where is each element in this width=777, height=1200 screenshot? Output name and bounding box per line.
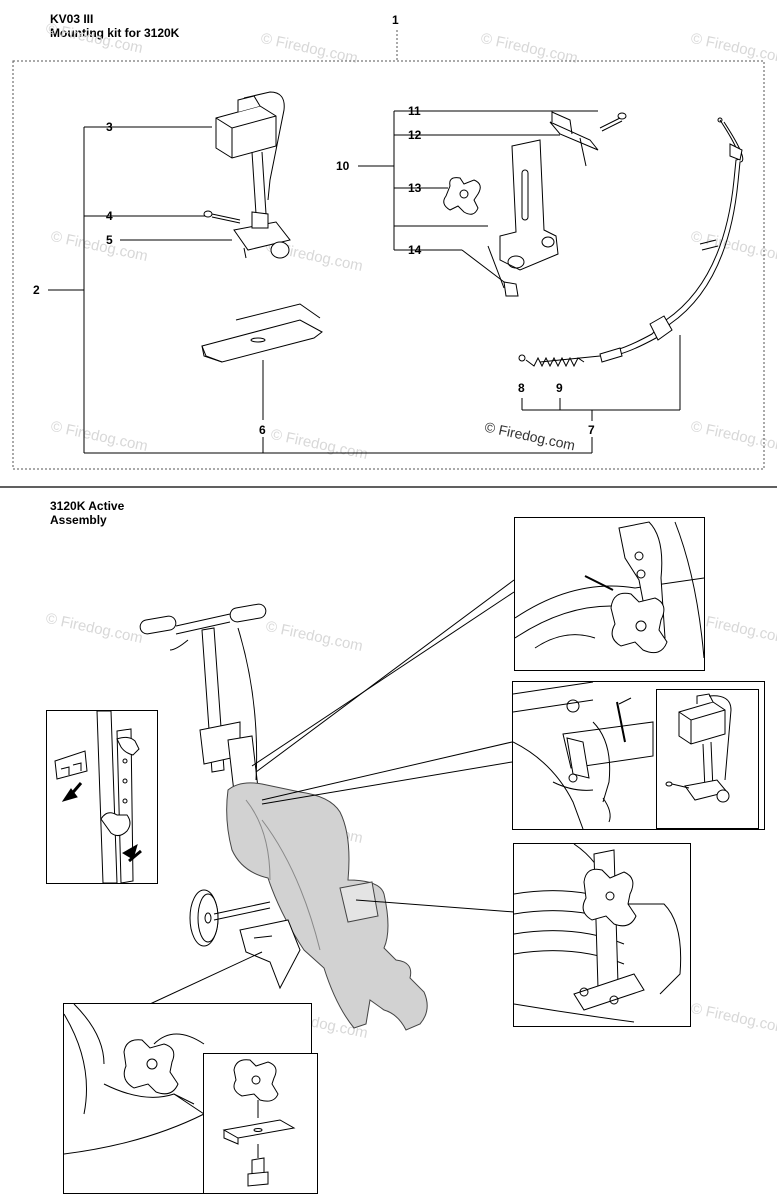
assembly-title-line1: 3120K Active (50, 499, 125, 513)
callout-9: 9 (556, 381, 563, 395)
machine-handle (139, 603, 267, 651)
callout-8: 8 (518, 381, 525, 395)
part-6-plate (201, 303, 323, 363)
kit-code: KV03 III (50, 12, 94, 26)
detail-frame-knob-side (513, 843, 691, 1027)
part-8-nipple (518, 354, 526, 362)
callout-7: 7 (588, 423, 595, 437)
callout-10: 10 (336, 159, 350, 173)
part-5-tube-fitting (233, 211, 291, 259)
callout-1: 1 (392, 13, 399, 27)
part-3-stop-clamp (215, 91, 285, 215)
pointer-right-detail (355, 899, 515, 913)
callout-13: 13 (408, 181, 422, 195)
pointer-mid-detail (261, 741, 513, 801)
detail-plate-exploded-drawing (222, 1059, 296, 1187)
part-11-bolt (599, 112, 627, 132)
machine-plate (239, 919, 301, 990)
part-12-bracket (549, 111, 599, 167)
callout-11: 11 (408, 104, 421, 118)
part-10-main-bracket (499, 139, 559, 271)
callout-3: 3 (106, 120, 113, 134)
machine-body (226, 782, 428, 1031)
kit-name: Mounting kit for 3120K (50, 26, 180, 40)
detail-cable-mount-drawing (513, 682, 654, 829)
callout-4: 4 (106, 209, 113, 223)
detail-frame-knob (514, 517, 705, 671)
detail-plate-drawing (64, 1004, 210, 1155)
machine-wheel (189, 889, 271, 947)
callout-6: 6 (259, 423, 266, 437)
detail-frame-plate-exploded (203, 1053, 318, 1194)
detail-column-drawing (54, 711, 142, 883)
callout-2: 2 (33, 283, 40, 297)
part-9-spring (525, 356, 585, 368)
detail-clamp-inset-drawing (665, 693, 732, 803)
callout-12: 12 (408, 128, 422, 142)
kit-border (12, 60, 765, 470)
pointer-top-detail (251, 591, 515, 767)
detail-frame-column (46, 710, 158, 884)
callout-14: 14 (408, 243, 422, 257)
assembly-title-line2: Assembly (50, 513, 107, 527)
detail-frame-clamp-inset (656, 689, 759, 829)
part-13-star-knob (443, 177, 481, 215)
callout-5: 5 (106, 233, 113, 247)
pointer-bottom-detail (149, 951, 263, 1005)
part-7-cable (539, 117, 744, 363)
detail-knob-side-drawing (514, 844, 682, 1023)
part-14-nut (487, 245, 519, 297)
machine-column (199, 627, 259, 793)
detail-knob-drawing (515, 521, 704, 659)
part-4-screw (203, 210, 241, 224)
